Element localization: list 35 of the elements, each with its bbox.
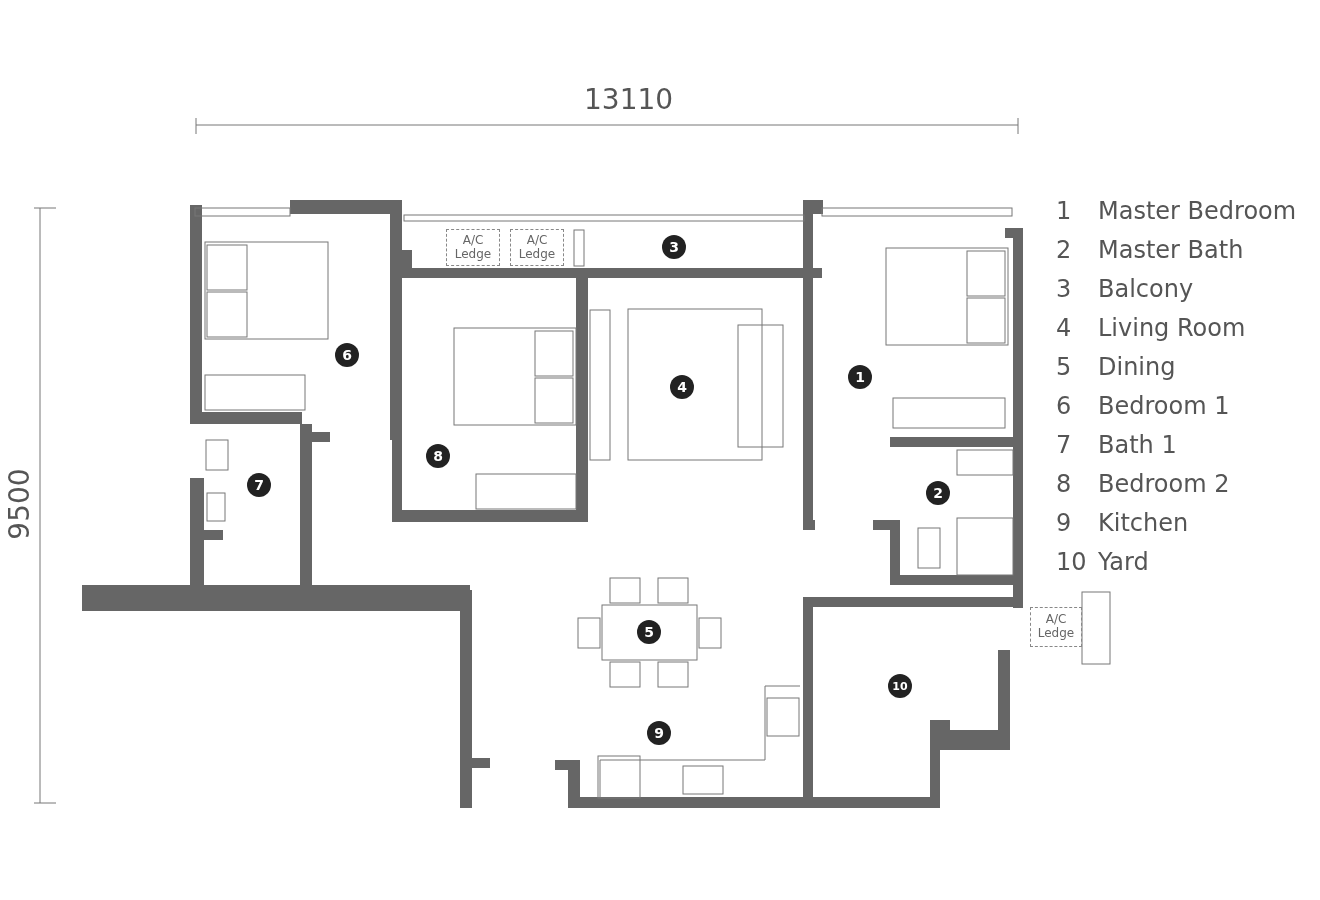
callout-number: 7 xyxy=(247,473,271,497)
room-name: Dining xyxy=(1098,355,1176,379)
key-number: 10 xyxy=(1056,550,1087,574)
room-name: Living Room xyxy=(1098,316,1246,340)
dimension-label: 13110 xyxy=(584,86,674,114)
callout-number: 1 xyxy=(848,365,872,389)
dimension-label: 9500 xyxy=(5,468,34,540)
callout-number: 8 xyxy=(426,444,450,468)
key-number: 4 xyxy=(1056,316,1072,340)
room-name: Bedroom 1 xyxy=(1098,394,1230,418)
key-number: 6 xyxy=(1056,394,1072,418)
key-number: 7 xyxy=(1056,433,1072,457)
callout-number: 2 xyxy=(926,481,950,505)
room-name: Master Bedroom xyxy=(1098,199,1297,223)
callout-number: 6 xyxy=(335,343,359,367)
room-name: Yard xyxy=(1098,550,1149,574)
callout-number: 5 xyxy=(637,620,661,644)
room-name: Bath 1 xyxy=(1098,433,1177,457)
key-number: 8 xyxy=(1056,472,1072,496)
key-number: 1 xyxy=(1056,199,1072,223)
ac-ledge-label: A/C Ledge xyxy=(1030,607,1082,647)
callout-number: 4 xyxy=(670,375,694,399)
key-number: 5 xyxy=(1056,355,1072,379)
room-name: Master Bath xyxy=(1098,238,1244,262)
room-name: Balcony xyxy=(1098,277,1194,301)
key-number: 9 xyxy=(1056,511,1072,535)
key-number: 2 xyxy=(1056,238,1072,262)
callout-number: 10 xyxy=(888,674,912,698)
ac-ledge-label: A/C Ledge xyxy=(510,229,564,266)
ac-ledge-label: A/C Ledge xyxy=(446,229,500,266)
key-number: 3 xyxy=(1056,277,1072,301)
room-name: Kitchen xyxy=(1098,511,1189,535)
callout-number: 3 xyxy=(662,235,686,259)
room-name: Bedroom 2 xyxy=(1098,472,1230,496)
callout-number: 9 xyxy=(647,721,671,745)
